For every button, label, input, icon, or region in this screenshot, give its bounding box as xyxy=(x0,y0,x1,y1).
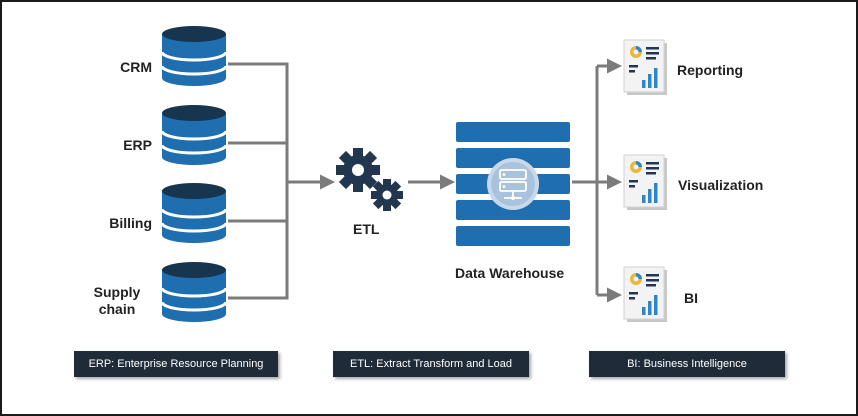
database-icon xyxy=(160,262,228,322)
database-icon xyxy=(160,183,228,243)
connector-supply-chain xyxy=(228,182,289,300)
source-label-erp: ERP xyxy=(123,137,152,153)
database-icon xyxy=(160,26,228,86)
server-stack-icon xyxy=(456,122,570,246)
output-label-reporting: Reporting xyxy=(677,62,744,78)
legend-bi: BI: Business Intelligence xyxy=(589,351,785,377)
source-label-billing: Billing xyxy=(109,215,152,231)
gear-small-icon xyxy=(371,179,403,211)
source-label-supply-chain: Supply chain xyxy=(93,284,141,317)
connector-crm xyxy=(228,62,289,182)
server-badge-icon xyxy=(487,158,539,210)
legend-erp: ERP: Enterprise Resource Planning xyxy=(74,351,278,377)
report-document-icon xyxy=(623,266,667,322)
report-document-icon xyxy=(623,39,667,95)
source-label-crm: CRM xyxy=(120,59,152,75)
gears-icon xyxy=(336,148,403,211)
warehouse-label: Data Warehouse xyxy=(455,265,565,281)
etl-label: ETL xyxy=(353,221,380,237)
legend-etl: ETL: Extract Transform and Load xyxy=(333,351,529,377)
database-icon xyxy=(160,105,228,165)
report-document-icon xyxy=(623,154,667,210)
output-label-visualization: Visualization xyxy=(678,177,764,193)
gear-large-icon xyxy=(336,148,380,192)
connectors xyxy=(228,58,622,303)
output-label-bi: BI xyxy=(684,290,698,306)
